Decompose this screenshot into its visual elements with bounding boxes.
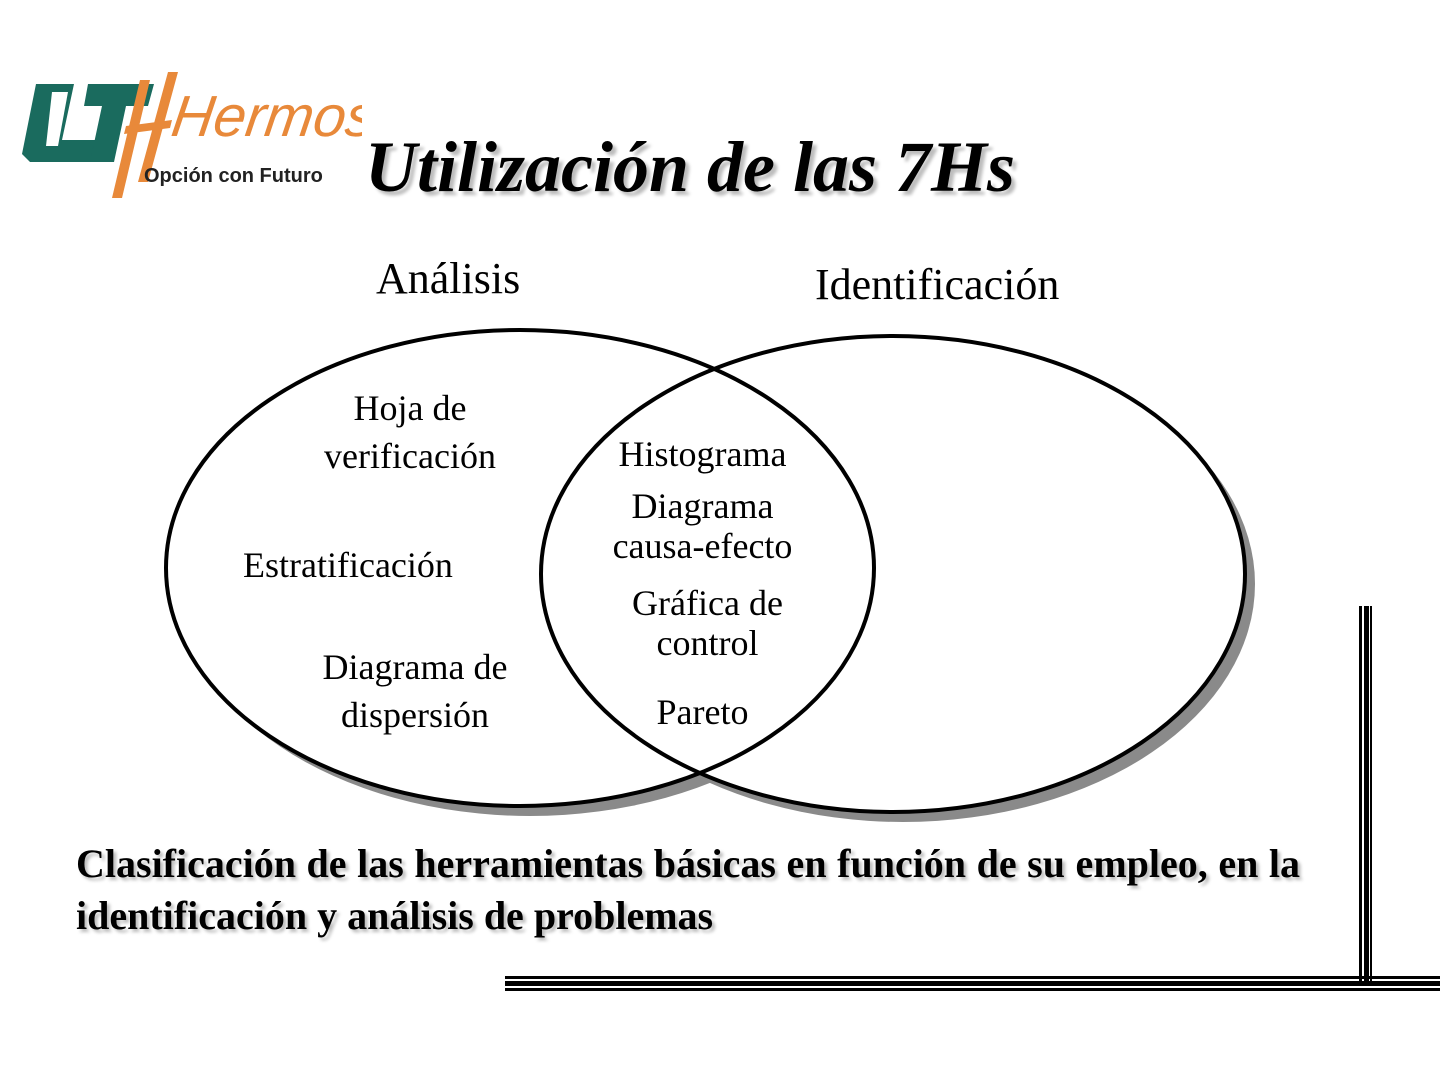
slide-caption: Clasificación de las herramientas básica… [76,841,1300,938]
hermosillo-script-icon [112,72,178,198]
ut-hermosillo-logo: Hermosillo Opción con Futuro [22,72,362,198]
set-label-analisis: Análisis [376,254,521,303]
svg-text:Opción con Futuro: Opción con Futuro [144,165,323,187]
item-histograma: Histograma [618,434,787,474]
identificacion-ellipse [539,334,1247,814]
item-line: dispersión [341,695,489,735]
set-label-identificacion: Identificación [815,260,1060,309]
item-line: verificación [324,436,496,476]
item-diagrama-dispersion: Diagrama de dispersión [305,647,525,735]
item-line: control [656,623,759,663]
item-line: Gráfica de [632,583,783,623]
item-line: Diagrama de [322,647,508,687]
item-pareto: Pareto [656,692,749,732]
item-line: causa-efecto [612,526,793,566]
item-line: Hoja de [353,388,467,428]
decorative-corner-lines [505,606,1440,991]
svg-text:Hermosillo: Hermosillo [168,84,362,149]
item-estratificacion: Estratificación [243,545,453,585]
item-hoja-verificacion: Hoja de verificación [310,388,510,476]
item-diagrama-causa-efecto: Diagrama causa-efecto [595,486,810,566]
slide-title: Utilización de las 7Hs [365,127,1016,207]
analisis-ellipse [164,328,876,808]
item-grafica-control: Gráfica de control [605,583,810,663]
item-line: Diagrama [631,486,774,526]
